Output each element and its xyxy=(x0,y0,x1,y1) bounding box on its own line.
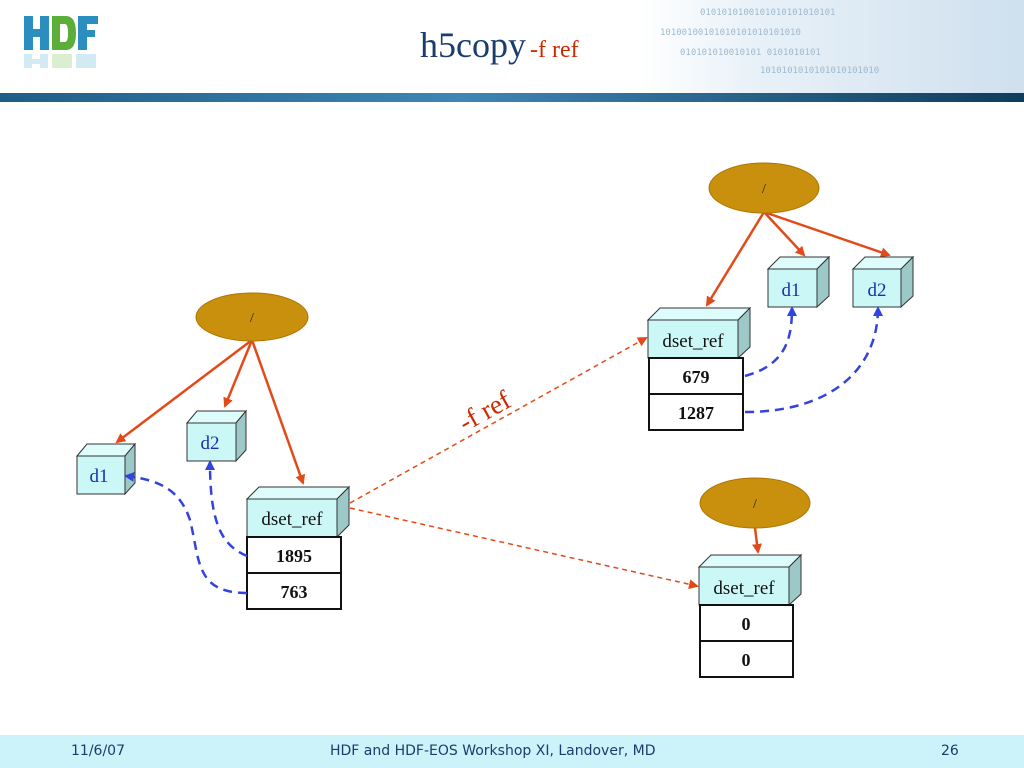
footer: 11/6/07 HDF and HDF-EOS Workshop XI, Lan… xyxy=(0,735,1024,768)
dataset-dset-ref-label: dset_ref xyxy=(662,331,724,352)
dataset-d2-node: d2 xyxy=(851,255,915,309)
edge-root-dset-ref xyxy=(705,211,766,307)
header-divider xyxy=(0,93,1024,102)
edge-root-d2 xyxy=(223,339,254,408)
edge-root-d1 xyxy=(763,211,806,257)
destination-tree-without-refs: / dset_ref 0 0 xyxy=(697,477,811,678)
copy-arrow-without-refs xyxy=(349,507,699,590)
binary-text: 1010101010101010101010 xyxy=(760,66,880,76)
ref-cell: 0 xyxy=(742,614,751,634)
binary-text: 0101010100101010101010101 xyxy=(700,8,836,18)
dataset-d1-node: d1 xyxy=(75,442,137,496)
binary-banner: 0101010100101010101010101 10100100101010… xyxy=(640,0,1024,93)
ref-cell: 1895 xyxy=(276,546,312,566)
dataset-d1-label: d1 xyxy=(782,280,801,301)
group-root-node: / xyxy=(699,477,811,529)
group-root-node: / xyxy=(708,162,820,214)
copy-diagram: / d1 d2 dset_ref 1895 763 xyxy=(75,162,915,678)
dataset-d2-node: d2 xyxy=(185,409,248,463)
dataset-dset-ref-node: dset_ref xyxy=(245,485,351,539)
ref-cell: 679 xyxy=(683,367,710,387)
source-tree: / d1 d2 dset_ref 1895 763 xyxy=(75,292,351,610)
dataset-d1-node: d1 xyxy=(766,255,831,309)
edge-root-dset-ref xyxy=(752,527,762,554)
hdf-logo xyxy=(24,16,98,68)
edge-root-dset-ref xyxy=(250,339,306,485)
binary-text: 10100100101010101010101010 xyxy=(660,28,801,38)
group-root-label: / xyxy=(753,497,757,512)
reference-763-to-d1 xyxy=(124,471,248,595)
reference-table: 0 0 xyxy=(699,604,794,678)
dataset-dset-ref-label: dset_ref xyxy=(261,509,323,530)
slide-title: h5copy -f ref xyxy=(420,24,579,70)
reference-table: 1895 763 xyxy=(246,536,342,610)
page-number: 26 xyxy=(941,743,959,759)
title-flag: -f ref xyxy=(529,37,579,63)
title-main: h5copy xyxy=(420,25,526,65)
footer-event: HDF and HDF-EOS Workshop XI, Landover, M… xyxy=(330,743,656,759)
ref-cell: 1287 xyxy=(678,403,714,423)
copy-arrow-with-refs xyxy=(349,337,648,504)
binary-text: 010101010010101 0101010101 xyxy=(680,48,821,58)
reference-table: 679 1287 xyxy=(648,357,744,431)
reference-1287-to-d2 xyxy=(744,306,883,414)
group-root-node: / xyxy=(195,292,309,342)
dataset-dset-ref-node: dset_ref xyxy=(646,306,752,360)
group-root-label: / xyxy=(250,311,254,326)
header: 0101010100101010101010101 10100100101010… xyxy=(0,0,1024,102)
destination-tree-with-refs: / d1 d2 dset_ref 679 1287 xyxy=(646,162,915,431)
edge-root-d1 xyxy=(115,339,253,444)
dataset-d2-label: d2 xyxy=(868,280,887,301)
hdf-logo-reflection xyxy=(24,54,96,68)
reference-1895-to-d2 xyxy=(205,460,248,558)
ref-cell: 763 xyxy=(281,582,308,602)
dataset-dset-ref-label: dset_ref xyxy=(713,578,775,599)
edge-root-d2 xyxy=(763,210,891,258)
dataset-d1-label: d1 xyxy=(90,466,109,487)
ref-cell: 0 xyxy=(742,650,751,670)
dataset-dset-ref-node: dset_ref xyxy=(697,553,803,607)
footer-date: 11/6/07 xyxy=(71,743,125,759)
copy-flag-label: -f ref xyxy=(453,384,515,437)
reference-679-to-d1 xyxy=(744,306,797,378)
group-root-label: / xyxy=(762,182,766,197)
dataset-d2-label: d2 xyxy=(201,433,220,454)
